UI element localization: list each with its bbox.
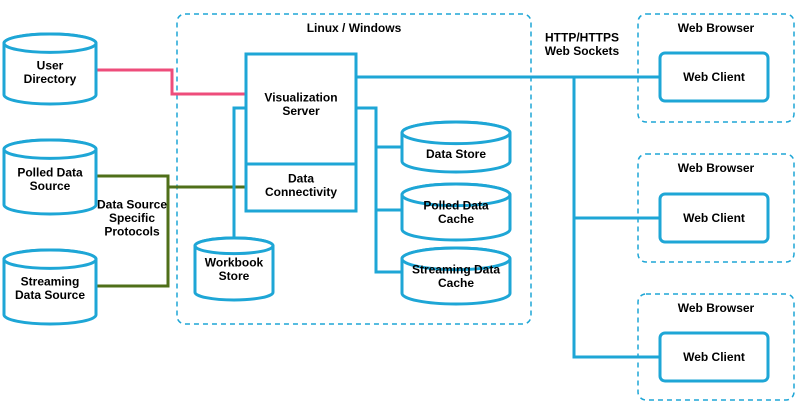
label-line: Data Source: [15, 288, 85, 302]
label-line: Streaming: [21, 274, 80, 288]
streaming-data-source: [2, 248, 98, 326]
browser-zone-2: [637, 153, 795, 263]
label-line: Protocols: [104, 225, 160, 239]
browser-zone-3: [637, 293, 795, 401]
cylinder-top: [400, 182, 512, 208]
browser-zone-title-1: Web Browser: [678, 21, 755, 35]
source-protocol-link: [96, 174, 170, 288]
data-connectivity-box: [244, 162, 358, 213]
label-line: Directory: [24, 72, 77, 86]
cylinder-top: [2, 248, 98, 270]
user-directory-store: [2, 32, 98, 106]
web-client-label-1: Web Client: [683, 70, 745, 84]
label-line: Source: [30, 179, 71, 193]
cylinder-top: [2, 138, 98, 160]
label-line: Specific: [109, 211, 155, 225]
cylinder-top: [400, 246, 512, 272]
label-line: Web Sockets: [545, 44, 620, 58]
polled-data-cache: [400, 182, 512, 242]
label-line: Data Store: [426, 147, 486, 161]
label-line: User: [37, 58, 64, 72]
web-client-label-2: Web Client: [683, 211, 745, 225]
label-line: Server: [282, 104, 320, 118]
web-client-box-3: [658, 331, 770, 383]
cylinder-top: [2, 32, 98, 54]
cylinder-top: [193, 236, 275, 256]
data-store: [400, 120, 512, 174]
data-store-label: Data Store: [426, 147, 486, 161]
label-line: Store: [219, 269, 250, 283]
browser-zone-title-2: Web Browser: [678, 161, 755, 175]
browser-zone-title-3: Web Browser: [678, 301, 755, 315]
label-line: Streaming Data: [412, 262, 500, 276]
cylinder-top: [400, 120, 512, 146]
label-line: Polled Data: [17, 165, 83, 179]
label-line: Workbook: [205, 255, 264, 269]
web-client-label-3: Web Client: [683, 350, 745, 364]
label-line: HTTP/HTTPS: [545, 30, 619, 44]
label-line: Cache: [438, 212, 474, 226]
label-line: Connectivity: [265, 185, 337, 199]
workbook-link: [232, 106, 246, 242]
workbook-store: [193, 236, 275, 302]
streaming-data-cache: [400, 246, 512, 306]
server-zone: [176, 13, 532, 325]
label-line: Visualization: [264, 90, 337, 104]
label-line: Polled Data: [423, 198, 489, 212]
web-client-box-2: [658, 192, 770, 244]
web-client-box-1: [658, 51, 770, 103]
label-line: Data Source: [97, 198, 167, 212]
browser-trunk: [572, 77, 660, 359]
browser-zone-1: [637, 13, 795, 123]
polled-data-source: [2, 138, 98, 216]
label-line: Data: [288, 171, 314, 185]
user-directory-link: [96, 68, 246, 96]
label-line: Cache: [438, 276, 474, 290]
server-zone-title: Linux / Windows: [307, 21, 402, 35]
cache-trunk: [356, 106, 402, 274]
